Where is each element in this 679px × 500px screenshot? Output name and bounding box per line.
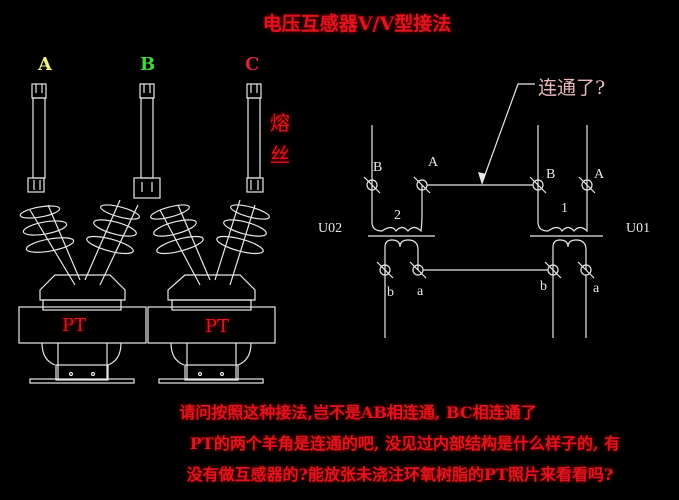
schematic-transformer-u02 <box>363 125 435 338</box>
pt-label-right: PT <box>205 316 229 337</box>
schematic-transformer-u01 <box>529 125 603 338</box>
insulator-right-b <box>150 204 211 286</box>
phase-label-b: B <box>140 54 155 75</box>
insulator-left-a <box>19 204 81 286</box>
pt-transformer-left <box>18 199 147 384</box>
terminal-label-u02-b: B <box>373 160 382 175</box>
question-line-2: PT的两个羊角是连通的吧, 没见过内部结构是什么样子的, 有 <box>190 434 620 453</box>
callout-text: 连通了? <box>538 77 605 99</box>
question-line-1: 请问按照这种接法,岂不是AB相连通, BC相连通了 <box>179 403 536 422</box>
diagram-title: 电压互感器V/V型接法 <box>263 12 451 35</box>
fuse-label-2: 丝 <box>270 143 290 167</box>
terminal-label-u01-b-lower: b <box>540 279 547 294</box>
terminal-label-u02-a: A <box>428 155 439 170</box>
question-line-3: 没有做互感器的?能放张未浇注环氧树脂的PT照片来看看吗? <box>187 465 614 484</box>
transformer-id-u02: U02 <box>318 221 342 236</box>
phase-label-a: A <box>37 54 53 75</box>
terminal-label-u02-a-lower: a <box>417 284 424 299</box>
terminal-label-u01-a-lower: a <box>593 281 600 296</box>
pt-label-left: PT <box>62 315 86 336</box>
winding-number-2: 2 <box>394 208 401 223</box>
fuse-label-1: 熔 <box>270 111 290 135</box>
fuse-b <box>133 83 161 199</box>
pt-transformer-right <box>147 199 276 384</box>
terminal-label-u01-b: B <box>546 167 555 182</box>
terminal-label-u01-a: A <box>594 167 605 182</box>
callout-arrow <box>481 83 535 184</box>
phase-label-c: C <box>245 54 259 75</box>
arrow-head-icon <box>478 172 486 185</box>
fuse-a <box>27 83 47 193</box>
insulator-right-c <box>214 199 270 286</box>
terminal-label-u02-b-lower: b <box>387 285 394 300</box>
fuse-c <box>246 83 264 193</box>
transformer-id-u01: U01 <box>626 221 650 236</box>
insulator-left-b <box>84 199 140 286</box>
winding-number-1: 1 <box>561 201 568 216</box>
